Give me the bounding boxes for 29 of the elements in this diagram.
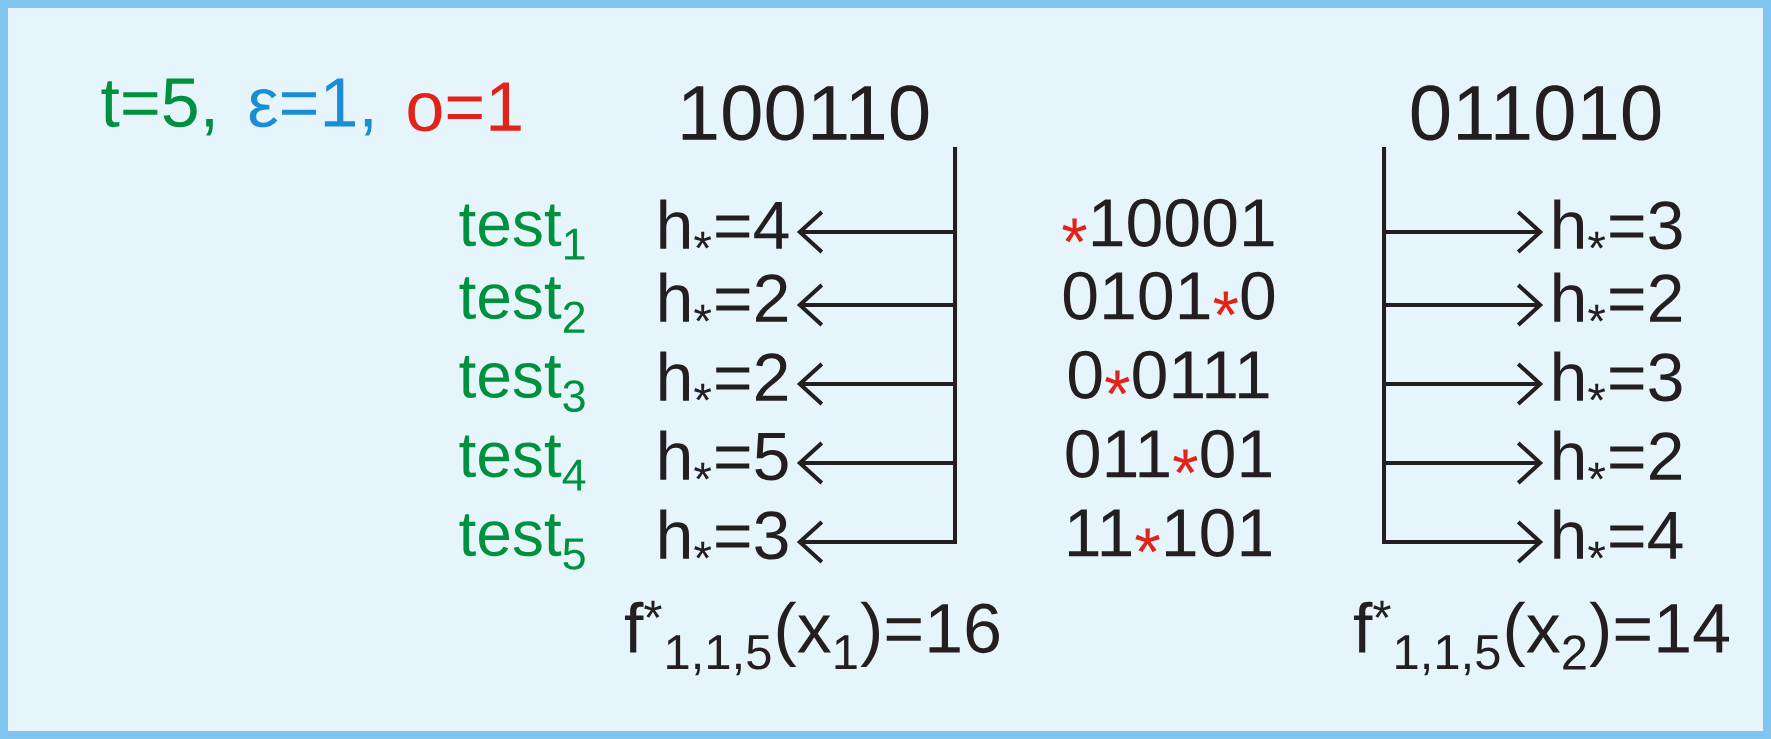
pattern-text: 011*01: [1066, 429, 1271, 478]
bit-string: 100110: [682, 85, 929, 141]
score-text: h$_{*}$=4: [1554, 509, 1683, 559]
test-label: test$_{2}$: [459, 277, 585, 333]
score-text: h$_{*}$=2: [660, 351, 788, 401]
test-label: test$_{5}$: [459, 514, 585, 570]
test-label: test$_{1}$: [459, 204, 585, 260]
test-label: test$_{4}$: [459, 435, 586, 491]
pattern-text: *10001: [1062, 198, 1274, 247]
pattern-text: 11*101: [1068, 508, 1271, 557]
parameter-text: o=1: [408, 82, 521, 132]
pattern-text: 0*0111: [1068, 350, 1269, 399]
score-text: h$_{*}$=5: [660, 430, 788, 481]
score-text: h$_{*}$=4: [660, 199, 789, 249]
score-text: h$_{*}$=3: [660, 509, 788, 560]
test-label: test$_{3}$: [459, 356, 585, 412]
score-text: h$_{*}$=2: [660, 272, 788, 322]
score-text: h$_{*}$=3: [1554, 351, 1682, 402]
score-text: h$_{*}$=2: [1554, 430, 1682, 480]
bit-string: 011010: [1411, 85, 1661, 141]
score-text: h$_{*}$=2: [1554, 272, 1682, 322]
pattern-text: 0101*0: [1063, 271, 1275, 320]
score-text: h$_{*}$=3: [1554, 199, 1682, 250]
fitness-formula: f$^{*}$$_{1,1,5}$(x$_{1}$)=16: [624, 600, 999, 676]
parameter-text: t=5,: [101, 78, 213, 136]
arrow: [1382, 147, 1544, 564]
fitness-formula: f$^{*}$$_{1,1,5}$(x$_{2}$)=14: [1353, 600, 1729, 676]
parameter-text: ε=1,: [249, 78, 372, 136]
arrow: [796, 147, 957, 564]
